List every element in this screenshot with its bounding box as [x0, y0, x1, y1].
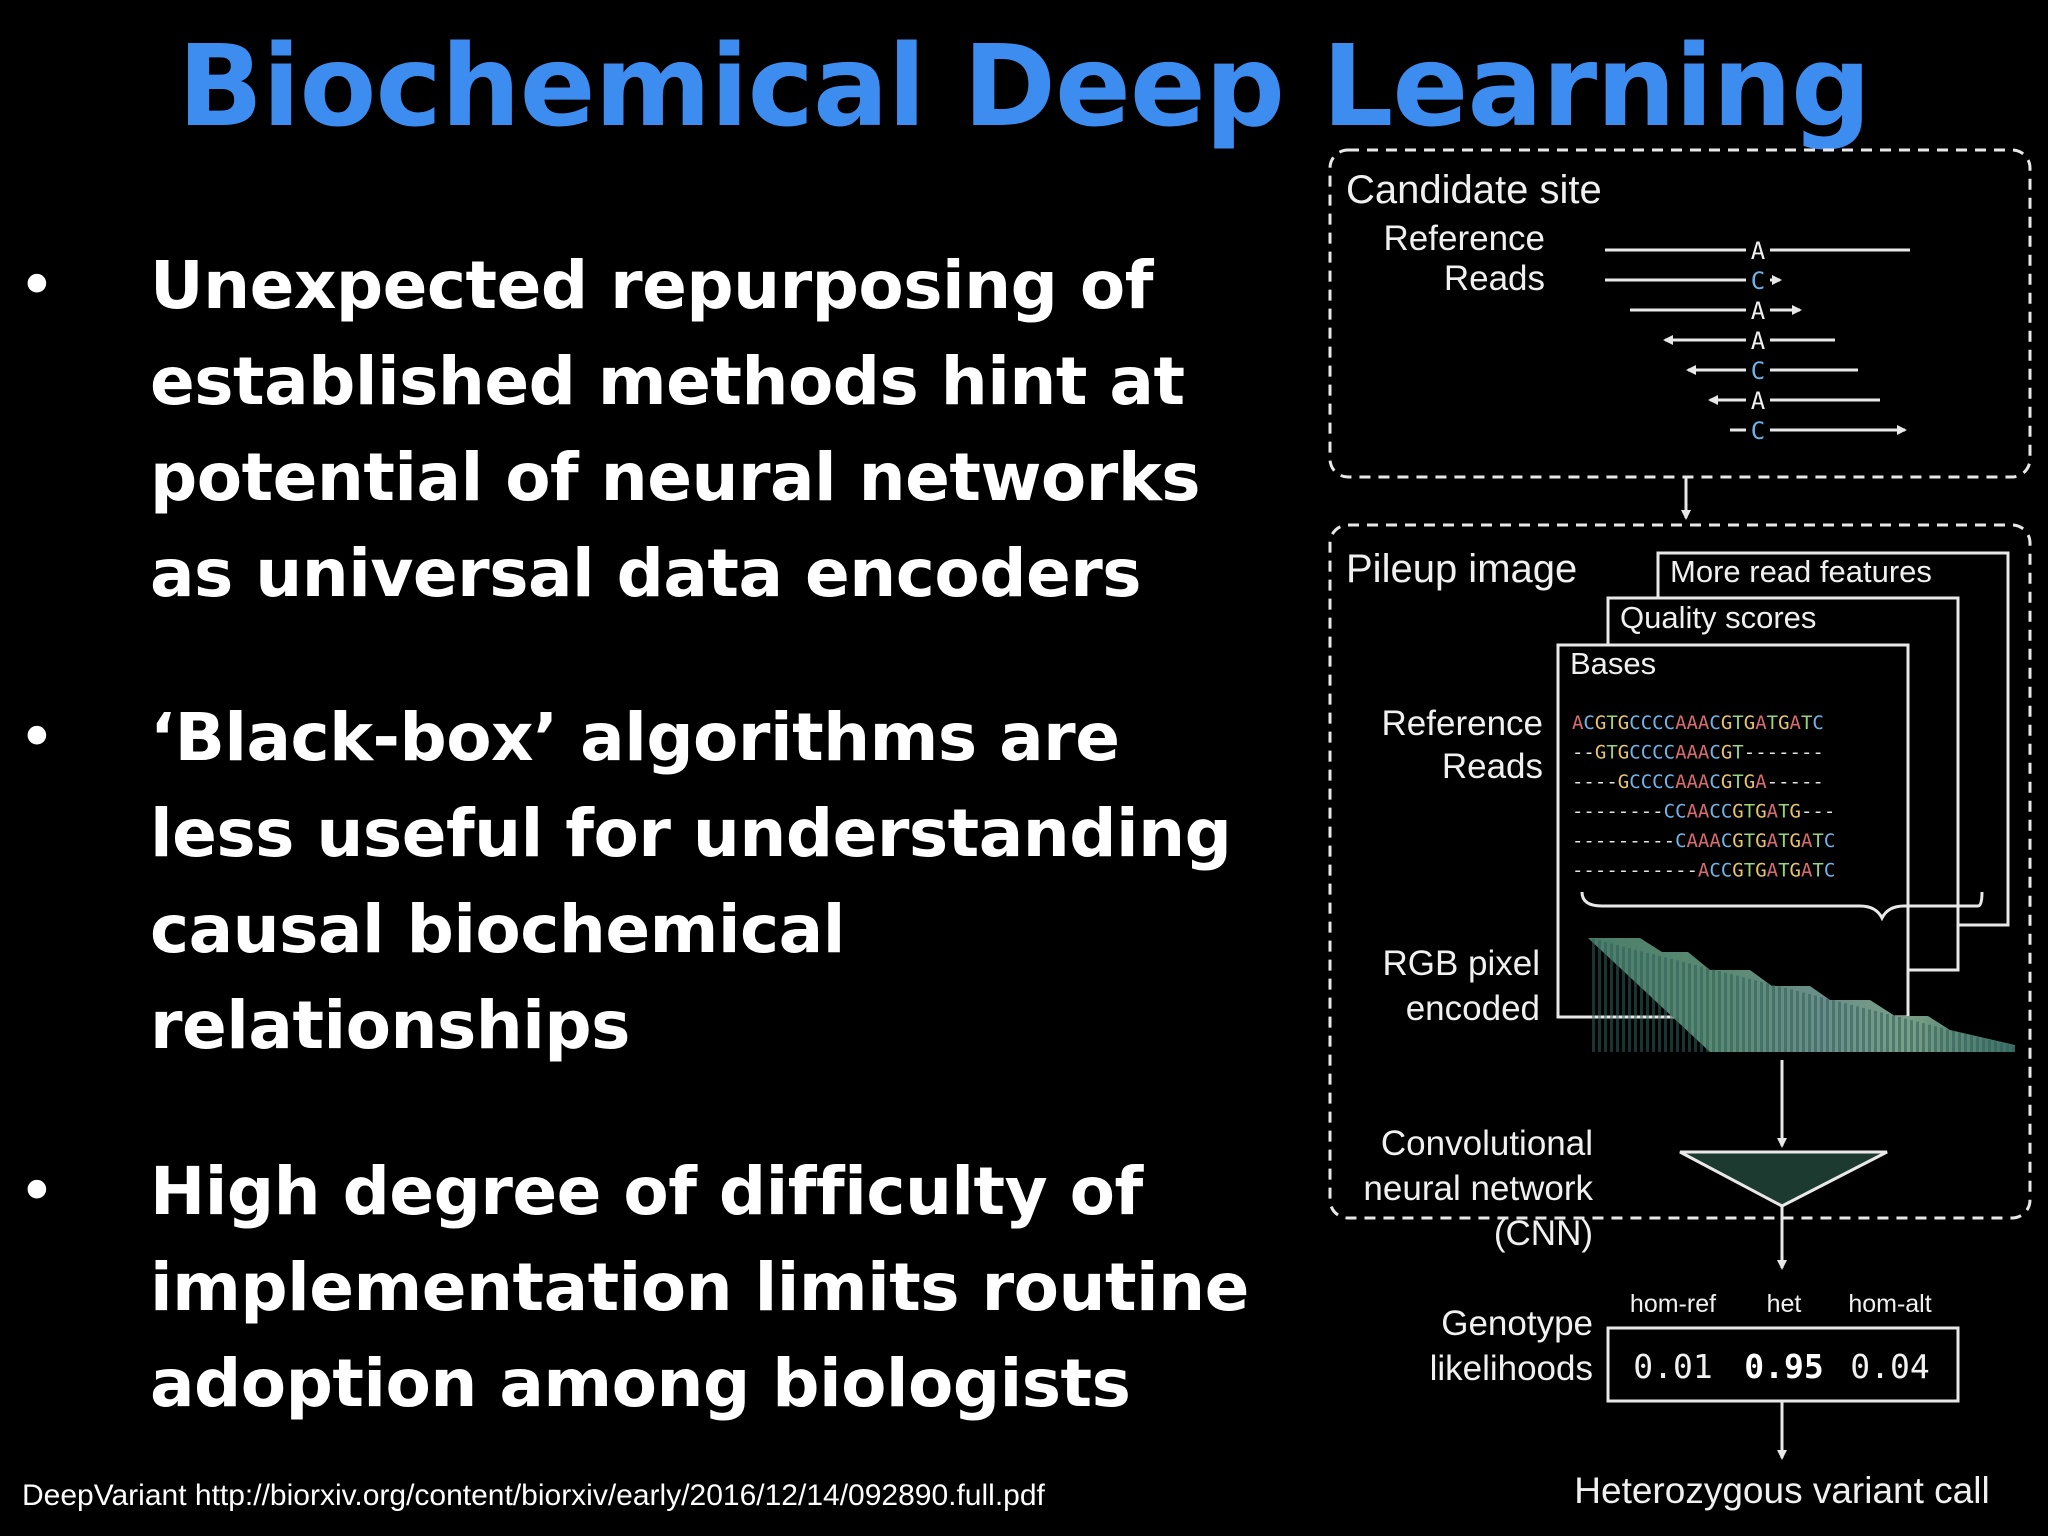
bullet-list: • Unexpected repurposing of established … — [0, 238, 1260, 1500]
layer-more-read-features-label: More read features — [1670, 554, 1932, 589]
cnn-label-line2: neural network — [1363, 1169, 1593, 1208]
pileup-row: --GTGCCCCAAACGT------- — [1572, 742, 1824, 764]
bullet-item: • ‘Black-box’ algorithms are less useful… — [0, 690, 1260, 1074]
rgb-label-line2: encoded — [1406, 989, 1540, 1028]
candidate-base: C — [1751, 267, 1765, 295]
slide-title: Biochemical Deep Learning — [177, 22, 1871, 152]
pileup-row: --------CCAACCGTGATG--- — [1572, 801, 1835, 823]
pileup-reads-label: Reads — [1442, 747, 1543, 786]
pileup-row: ---------CAAACGTGATGATC — [1572, 830, 1835, 852]
bullet-text: ‘Black-box’ algorithms are less useful f… — [150, 699, 1232, 1064]
candidate-read-row: A — [1630, 297, 1802, 325]
bullet-text: Unexpected repurposing of established me… — [150, 247, 1201, 612]
bullet-item: • Unexpected repurposing of established … — [0, 238, 1260, 622]
candidate-read-row: A — [1605, 237, 1910, 265]
candidate-read-row: C — [1730, 417, 1907, 445]
candidate-site-heading: Candidate site — [1346, 168, 1602, 212]
candidate-base: C — [1751, 357, 1765, 385]
layer-bases-label: Bases — [1570, 646, 1656, 681]
candidate-base: A — [1751, 387, 1766, 415]
variant-call-result: Heterozygous variant call — [1574, 1470, 1989, 1511]
bullet-item: • High degree of difficulty of implement… — [0, 1144, 1260, 1432]
candidate-base: A — [1751, 237, 1766, 265]
cnn-label-line3: (CNN) — [1494, 1214, 1593, 1253]
bullet-glyph: • — [18, 249, 56, 323]
bullet-glyph: • — [18, 1155, 56, 1229]
cnn-funnel-icon — [1679, 1150, 1888, 1208]
candidate-read-row: C — [1686, 357, 1858, 385]
likelihood-hom-alt: 0.04 — [1850, 1347, 1929, 1386]
genotype-likelihood-box — [1606, 1326, 1960, 1403]
candidate-base: C — [1751, 417, 1765, 445]
pileup-heading: Pileup image — [1346, 547, 1577, 591]
pileup-brace-visible — [1580, 891, 1984, 922]
bullet-text: High degree of difficulty of implementat… — [150, 1153, 1249, 1422]
rgb-label-line1: RGB pixel — [1382, 944, 1540, 983]
candidate-site-panel — [1328, 148, 2032, 479]
rgb-pixel-image — [1588, 938, 2015, 1053]
pileup-panel — [1328, 523, 2032, 1220]
genotype-label-line2: likelihoods — [1430, 1349, 1593, 1388]
class-het: het — [1767, 1290, 1802, 1318]
genotype-label-line1: Genotype — [1441, 1304, 1593, 1343]
cnn-label-line1: Convolutional — [1381, 1124, 1593, 1163]
candidate-reference-label: Reference — [1384, 219, 1545, 258]
pileup-row: ACGTGCCCCAAACGTGATGATC — [1572, 712, 1824, 734]
likelihood-het: 0.95 — [1744, 1347, 1823, 1386]
source-citation: DeepVariant http://biorxiv.org/content/b… — [22, 1479, 1045, 1512]
candidate-read-row: A — [1708, 387, 1880, 415]
bullet-glyph: • — [18, 701, 56, 775]
pileup-rows: ACGTGCCCCAAACGTGATGATC --GTGCCCCAAACGT---… — [1572, 712, 1835, 882]
pileup-reference-label: Reference — [1382, 704, 1543, 743]
candidate-base: A — [1751, 297, 1766, 325]
candidate-base: A — [1751, 327, 1766, 355]
layer-quality-scores-label: Quality scores — [1620, 600, 1816, 635]
candidate-read-row: C — [1605, 267, 1782, 295]
likelihood-hom-ref: 0.01 — [1633, 1347, 1712, 1386]
candidate-read-row: A — [1663, 327, 1835, 355]
pileup-row: ----GCCCCAAACGTGA----- — [1572, 771, 1824, 793]
pileup-row: -----------ACCGTGATGATC — [1572, 860, 1835, 882]
class-hom-ref: hom-ref — [1630, 1290, 1716, 1318]
class-hom-alt: hom-alt — [1848, 1290, 1931, 1318]
candidate-reads-label: Reads — [1444, 259, 1545, 298]
